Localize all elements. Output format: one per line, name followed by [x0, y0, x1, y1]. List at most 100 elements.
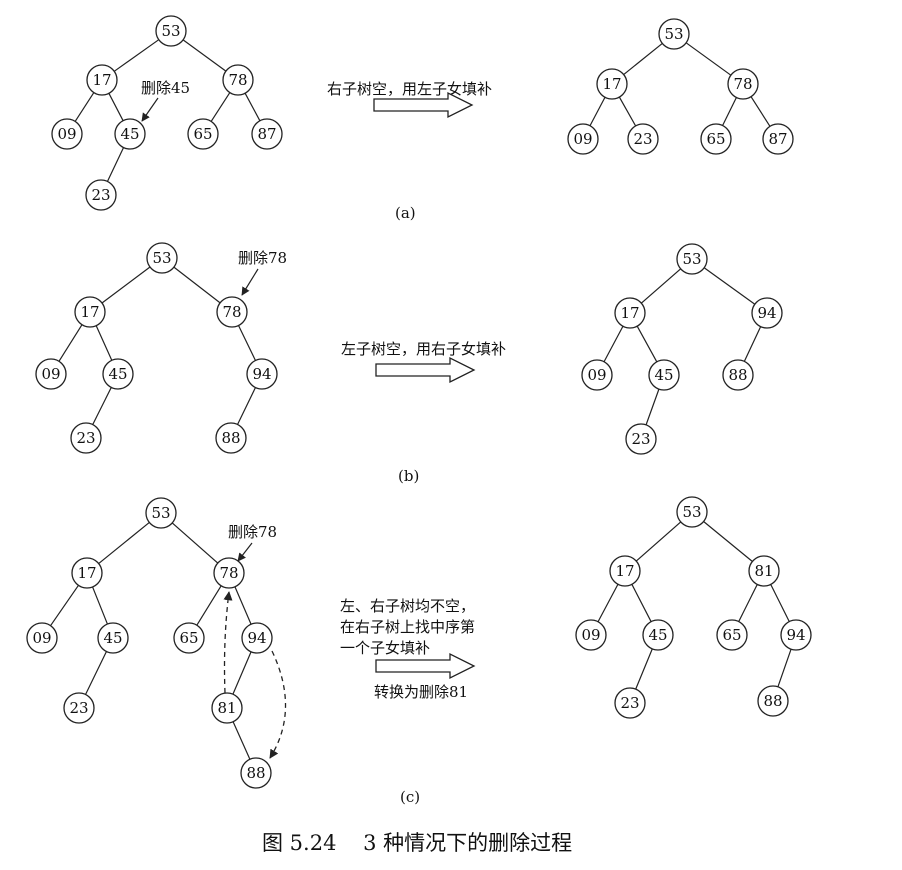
panel-b-before-edge-17-45: [95, 325, 113, 361]
panel-a-before-node-87: [251, 118, 283, 150]
panel-c-before-node-label-88: 88: [246, 764, 265, 782]
panel-a-before-node-78: [222, 64, 254, 96]
panel-b-before-node-78: [216, 296, 248, 328]
panel-b-after-node-45: [648, 359, 680, 391]
panel-b-before-edge-53-78: [173, 266, 221, 304]
panel-c-description-line-2: 在右子树上找中序第: [340, 618, 475, 636]
panel-b-after-node-88: [722, 359, 754, 391]
panel-c-before-edge-78-94: [234, 586, 252, 625]
panel-c-before-node-label-45: 45: [103, 629, 122, 647]
panel-b-after-node-label-88: 88: [728, 366, 747, 384]
panel-c-after-node-09: [575, 619, 607, 651]
panel-c-after-edge-81-65: [738, 584, 758, 622]
panel-c-before-edge-53-78: [171, 522, 219, 564]
panel-b-before-edge-45-23: [92, 387, 112, 425]
panel-c-before-node-09: [26, 622, 58, 654]
panel-c-before-edge-45-23: [85, 651, 107, 695]
panel-a-after-edge-78-87: [750, 96, 771, 127]
panel-c-before-node-label-53: 53: [151, 504, 170, 522]
panel-c-after-node-label-45: 45: [648, 626, 667, 644]
panel-c-after-node-label-81: 81: [754, 562, 773, 580]
panel-a-after-node-87: [762, 123, 794, 155]
panel-b-after-node-09: [581, 359, 613, 391]
panel-c-before-node-88: [240, 757, 272, 789]
panel-c-before-node-78: [213, 557, 245, 589]
panel-a-after-node-label-17: 17: [602, 75, 621, 93]
panel-a-after-node-23: [627, 123, 659, 155]
panel-a-before-node-45: [114, 118, 146, 150]
panel-b-before-edge-78-94: [237, 325, 257, 361]
panel-b-before-node-label-94: 94: [252, 365, 271, 383]
panel-c-after-node-label-17: 17: [615, 562, 634, 580]
panel-a-after-node-label-23: 23: [633, 130, 652, 148]
panel-a-description: 右子树空，用左子女填补: [327, 80, 492, 98]
panel-b-before-edge-53-17: [101, 266, 151, 304]
panel-c-before-edge-81-88: [232, 721, 251, 760]
panel-b-sublabel: (b): [398, 467, 419, 485]
panel-a-before-edge-17-45: [108, 93, 124, 121]
panel-c-transform-arrow: [375, 652, 476, 680]
panel-c-after-node-81: [748, 555, 780, 587]
panel-c-before-node-label-65: 65: [179, 629, 198, 647]
panel-a-before-node-label-87: 87: [257, 125, 276, 143]
panel-a-sublabel: (a): [395, 204, 416, 222]
panel-c-after-node-label-94: 94: [786, 626, 805, 644]
panel-b-description: 左子树空，用右子女填补: [341, 340, 506, 358]
panel-a-after-edge-17-09: [589, 96, 606, 127]
panel-c-after-node-53: [676, 496, 708, 528]
panel-a-after-node-label-09: 09: [573, 130, 592, 148]
panel-a-before-edge-53-17: [113, 39, 160, 72]
panel-b-after-node-label-45: 45: [654, 366, 673, 384]
panel-b-after-edge-17-45: [636, 325, 658, 363]
panel-a-after-edge-53-78: [685, 42, 732, 76]
panel-a-before-node-label-09: 09: [57, 125, 76, 143]
panel-c-after-edge-53-17: [635, 521, 682, 562]
panel-c-after-edge-81-94: [770, 584, 790, 622]
panel-c-after-node-23: [614, 687, 646, 719]
panel-a-transform-arrow: [373, 91, 474, 119]
panel-c-after-edge-17-45: [631, 584, 652, 622]
panel-c-after-node-label-09: 09: [581, 626, 600, 644]
panel-b-after-node-label-53: 53: [682, 250, 701, 268]
panel-b-before-node-09: [35, 358, 67, 390]
panel-a-before-node-label-53: 53: [161, 22, 180, 40]
panel-a-before-edge-45-23: [106, 147, 125, 182]
panel-a-after-node-17: [596, 68, 628, 100]
panel-a-before-edge-78-65: [210, 92, 231, 122]
panel-c-dashed-arrow-94-to-88: [269, 650, 287, 759]
panel-a-after-node-53: [658, 18, 690, 50]
panel-c-before-node-94: [241, 622, 273, 654]
panel-c-before-edge-53-17: [98, 521, 150, 565]
panel-a-before-node-label-45: 45: [120, 125, 139, 143]
panel-b-after-edge-53-17: [640, 268, 682, 304]
panel-b-after-node-label-94: 94: [757, 304, 776, 322]
panel-b-before-edge-94-88: [236, 387, 257, 425]
panel-c-after-node-17: [609, 555, 641, 587]
panel-b-before-node-53: [146, 242, 178, 274]
panel-a-after-node-65: [700, 123, 732, 155]
panel-c-sublabel: (c): [400, 788, 420, 806]
panel-c-after-node-88: [757, 685, 789, 717]
panel-b-after-edge-17-09: [603, 325, 624, 363]
panel-b-before-node-label-78: 78: [222, 303, 241, 321]
panel-c-before-node-23: [63, 692, 95, 724]
panel-a-before-edge-78-87: [244, 92, 261, 122]
panel-c-note: 转换为删除81: [374, 683, 468, 701]
panel-b-transform-arrow: [375, 356, 476, 384]
panel-b-before-node-label-53: 53: [152, 249, 171, 267]
panel-c-delete-arrow: [237, 542, 253, 562]
panel-c-description-line-1: 左、右子树均不空，: [340, 597, 475, 615]
panel-c-after-node-94: [780, 619, 812, 651]
panel-a-after-node-label-65: 65: [706, 130, 725, 148]
panel-c-before-node-45: [97, 622, 129, 654]
panel-a-delete-label: 删除45: [141, 79, 190, 97]
panel-c-after-node-label-53: 53: [682, 503, 701, 521]
